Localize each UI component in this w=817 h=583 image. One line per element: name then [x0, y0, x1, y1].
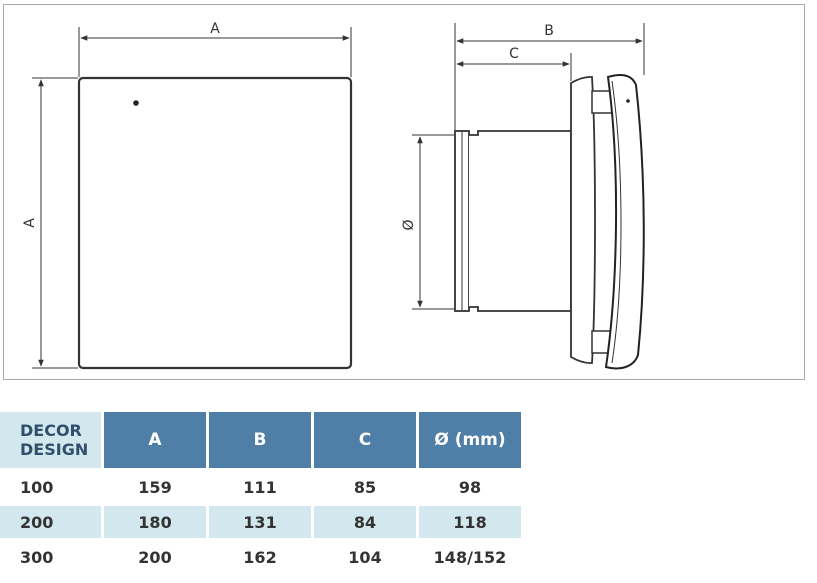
dimensions-table: DECOR DESIGN A B C Ø (mm) 100 159 111 85… [0, 412, 524, 576]
header-c: C [314, 412, 419, 471]
header-b: B [209, 412, 314, 471]
front-view: A A [22, 21, 353, 370]
fan-body [570, 76, 596, 364]
diameter-label: Ø [401, 219, 417, 230]
front-cover [604, 74, 645, 370]
cell-a: 180 [104, 506, 209, 541]
depth-label: B [544, 23, 554, 39]
duct-length-label: C [509, 46, 519, 62]
cell-diameter: 118 [419, 506, 524, 541]
side-view: B C Ø [401, 23, 645, 370]
cell-a: 159 [104, 471, 209, 506]
cell-model: 200 [0, 506, 104, 541]
indicator-dot [133, 100, 139, 106]
cell-model: 300 [0, 541, 104, 576]
cell-a: 200 [104, 541, 209, 576]
header-diameter: Ø (mm) [419, 412, 524, 471]
cell-c: 85 [314, 471, 419, 506]
front-width-label: A [210, 21, 220, 37]
table-row: 100 159 111 85 98 [0, 471, 524, 506]
cell-b: 131 [209, 506, 314, 541]
cell-diameter: 148/152 [419, 541, 524, 576]
table-row: 200 180 131 84 118 [0, 506, 524, 541]
front-panel [77, 76, 353, 370]
cell-b: 162 [209, 541, 314, 576]
cell-diameter: 98 [419, 471, 524, 506]
technical-drawing-frame: A A B [3, 4, 805, 380]
table-header-row: DECOR DESIGN A B C Ø (mm) [0, 412, 524, 471]
cell-c: 84 [314, 506, 419, 541]
cell-b: 111 [209, 471, 314, 506]
table-row: 300 200 162 104 148/152 [0, 541, 524, 576]
header-decor-design: DECOR DESIGN [0, 412, 104, 471]
cell-c: 104 [314, 541, 419, 576]
duct-spigot-body [469, 130, 572, 312]
front-height-label: A [22, 218, 38, 228]
header-a: A [104, 412, 209, 471]
cell-model: 100 [0, 471, 104, 506]
cover-dot [626, 99, 630, 103]
technical-drawing: A A B [22, 21, 645, 370]
